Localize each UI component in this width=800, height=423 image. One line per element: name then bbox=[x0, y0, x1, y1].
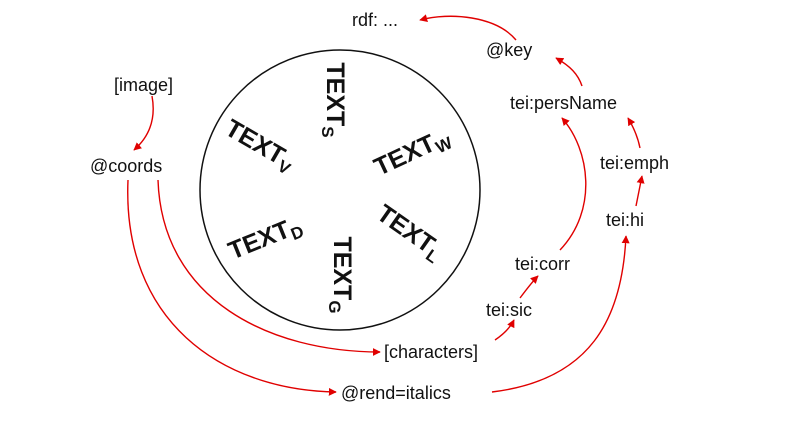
node-corr: tei:corr bbox=[515, 254, 570, 274]
arrows bbox=[127, 14, 645, 396]
node-image: [image] bbox=[114, 75, 173, 95]
node-persname: tei:persName bbox=[510, 93, 617, 113]
svg-text:TEXTS: TEXTS bbox=[319, 62, 350, 137]
node-sic: tei:sic bbox=[486, 300, 532, 320]
svg-text:TEXTG: TEXTG bbox=[326, 236, 357, 313]
segment-sub: S bbox=[319, 126, 338, 137]
arrow-characters-to-sic bbox=[494, 319, 515, 341]
svg-text:TEXTD: TEXTD bbox=[224, 211, 306, 268]
arrow-sic-to-corr bbox=[519, 275, 539, 299]
arrow-persname-to-key bbox=[555, 57, 583, 87]
svg-text:TEXTW: TEXTW bbox=[370, 122, 456, 184]
segment-text-v: TEXTV bbox=[219, 114, 300, 178]
arrow-coords-to-characters bbox=[157, 179, 381, 356]
segment-text-l: TEXTL bbox=[370, 199, 448, 267]
arrow-image-to-coords bbox=[133, 95, 154, 151]
segment-main: TEXT bbox=[321, 62, 349, 126]
segment-main: TEXT bbox=[370, 129, 440, 181]
segment-text-s: TEXTS bbox=[319, 62, 350, 137]
segment-text-g: TEXTG bbox=[326, 236, 357, 313]
node-rend: @rend=italics bbox=[341, 383, 451, 403]
node-hi: tei:hi bbox=[606, 210, 644, 230]
node-emph: tei:emph bbox=[600, 153, 669, 173]
segment-main: TEXT bbox=[328, 236, 356, 300]
node-key: @key bbox=[486, 40, 532, 60]
svg-text:TEXTL: TEXTL bbox=[370, 199, 448, 267]
arrow-emph-to-persname bbox=[627, 117, 641, 149]
segment-main: TEXT bbox=[224, 215, 294, 265]
arrow-key-to-rdf bbox=[419, 14, 517, 41]
segment-main: TEXT bbox=[220, 114, 289, 170]
node-coords: @coords bbox=[90, 156, 162, 176]
arrow-coords-to-rend bbox=[127, 179, 337, 396]
node-characters: [characters] bbox=[384, 342, 478, 362]
segment-text-w: TEXTW bbox=[370, 122, 456, 184]
segment-text-d: TEXTD bbox=[224, 211, 306, 268]
node-rdf: rdf: ... bbox=[352, 10, 398, 30]
arrow-rend-to-hi bbox=[491, 235, 630, 393]
text-circle bbox=[199, 49, 481, 331]
segment-sub: G bbox=[326, 300, 345, 313]
arrow-hi-to-emph bbox=[635, 175, 645, 207]
svg-text:TEXTV: TEXTV bbox=[219, 114, 300, 178]
arrow-corr-to-persname bbox=[559, 117, 587, 251]
